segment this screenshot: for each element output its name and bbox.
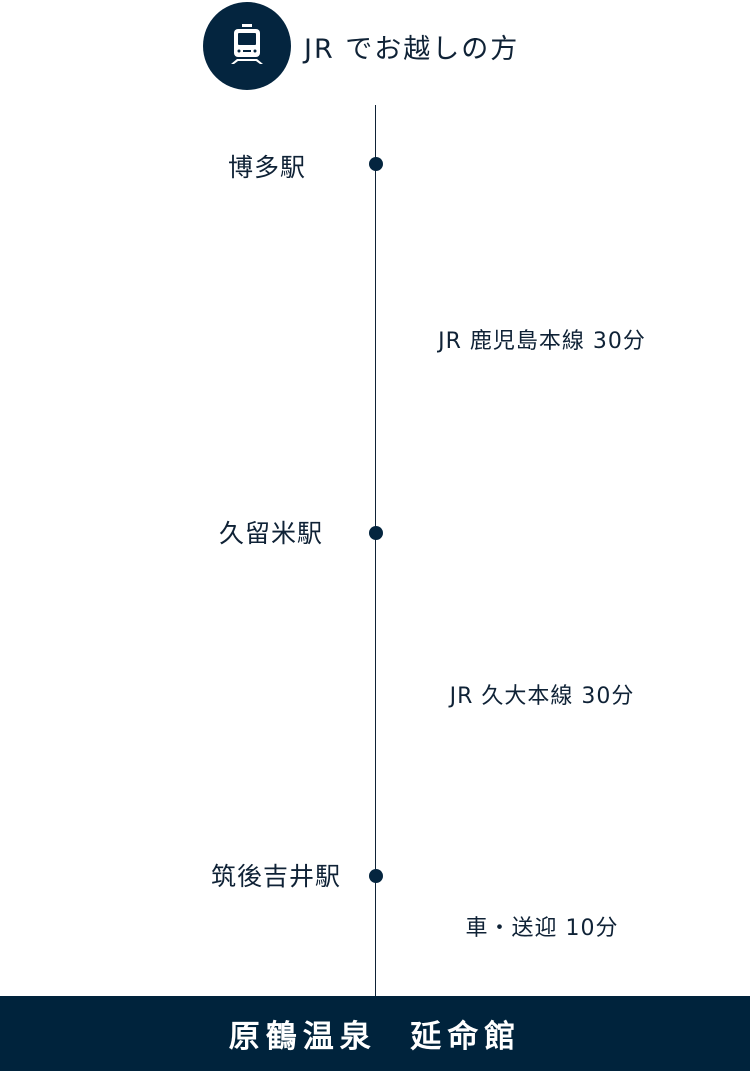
station-hakata: 博多駅 [227, 153, 306, 182]
train-icon [231, 24, 263, 64]
station-chikugo-yoshii: 筑後吉井駅 [210, 862, 341, 891]
route-kagoshima-line: JR 鹿児島本線 30分 [438, 329, 646, 354]
station-dot [369, 157, 383, 171]
station-dot [369, 869, 383, 883]
route-line [375, 105, 376, 996]
page-title: JR でお越しの方 [304, 34, 520, 65]
station-kurume: 久留米駅 [218, 519, 323, 548]
route-car-shuttle: 車・送迎 10分 [465, 916, 619, 941]
destination-name: 原鶴温泉 延命館 [228, 1019, 522, 1055]
train-badge [203, 2, 291, 90]
route-kyudai-line: JR 久大本線 30分 [449, 684, 635, 709]
destination-footer: 原鶴温泉 延命館 [0, 996, 750, 1071]
station-dot [369, 526, 383, 540]
